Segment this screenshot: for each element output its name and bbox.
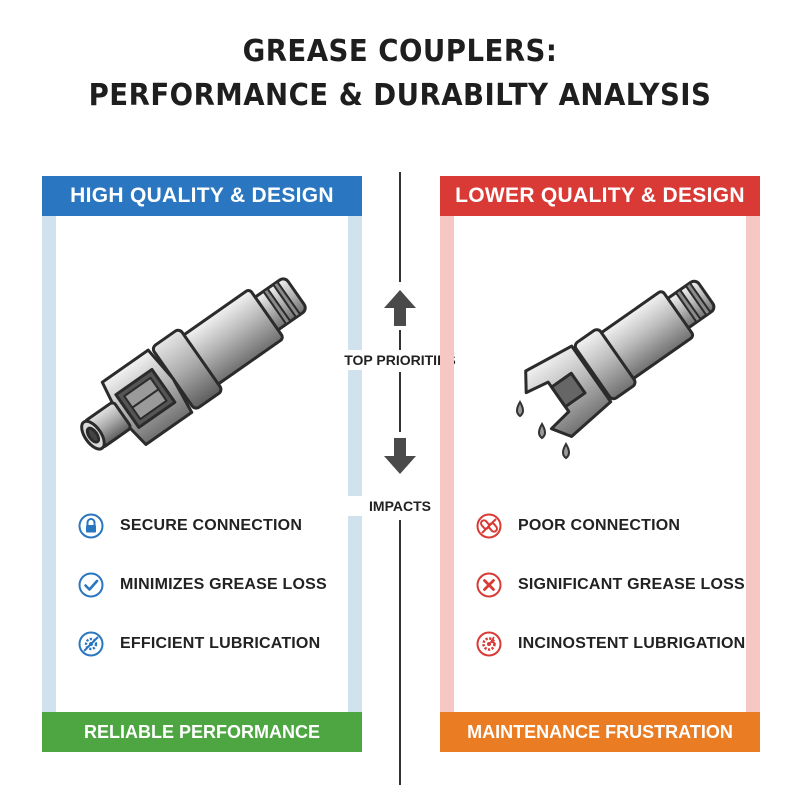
feature-minimizes-grease-loss: MINIMIZES GREASE LOSS (78, 570, 348, 600)
title-line-1: GREASE COUPLERS: (242, 34, 558, 69)
lower-quality-header: LOWER QUALITY & DESIGN (440, 176, 760, 216)
padlock-icon (78, 513, 104, 539)
feature-label: INCINOSTENT LUBRIGATION (518, 635, 746, 652)
right-panel-side-bar (440, 216, 454, 712)
broken-chain-icon (476, 513, 502, 539)
left-panel-side-bar (42, 216, 56, 712)
feature-label: EFFICIENT LUBRICATION (120, 635, 321, 652)
top-priorities-label: TOP PRIORITIES (330, 350, 470, 370)
feature-label: MINIMIZES GREASE LOSS (120, 576, 327, 593)
reliable-performance-footer: RELIABLE PERFORMANCE (42, 712, 362, 752)
gear-icon (78, 631, 104, 657)
feature-secure-connection: SECURE CONNECTION (78, 511, 348, 541)
lower-quality-panel: LOWER QUALITY & DESIGN (440, 176, 760, 752)
feature-significant-grease-loss: SIGNIFICANT GREASE LOSS (476, 570, 746, 600)
grease-drop-icon (562, 442, 570, 460)
x-mark-icon (476, 572, 502, 598)
center-divider-segment (399, 372, 401, 432)
feature-efficient-lubrication: EFFICIENT LUBRICATION (78, 629, 348, 659)
high-quality-coupler-illustration (80, 277, 307, 451)
center-divider-segment (399, 330, 401, 350)
feature-label: SECURE CONNECTION (120, 517, 303, 534)
feature-label: SIGNIFICANT GREASE LOSS (518, 576, 745, 593)
feature-label: POOR CONNECTION (518, 517, 681, 534)
broken-gear-icon (476, 631, 502, 657)
checkmark-icon (78, 572, 104, 598)
grease-drop-icon (538, 422, 546, 440)
feature-poor-connection: POOR CONNECTION (476, 511, 746, 541)
maintenance-frustration-footer: MAINTENANCE FRUSTRATION (440, 712, 760, 752)
feature-inconsistent-lubrication: INCINOSTENT LUBRIGATION (476, 629, 746, 659)
page-title: GREASE COUPLERS: PERFORMANCE & DURABILTY… (32, 30, 768, 118)
impacts-label: IMPACTS (330, 496, 470, 516)
lower-quality-coupler-illustration (516, 279, 716, 460)
center-divider-top (399, 172, 401, 282)
lower-quality-features: POOR CONNECTION SIGNIFICANT GREASE LOSS … (476, 511, 746, 688)
high-quality-panel: HIGH QUALITY & DESIGN (42, 176, 362, 752)
left-panel-side-bar (348, 216, 362, 712)
title-line-2: PERFORMANCE & DURABILTY ANALYSIS (88, 78, 712, 113)
center-divider-bottom (399, 520, 401, 785)
high-quality-header: HIGH QUALITY & DESIGN (42, 176, 362, 216)
high-quality-features: SECURE CONNECTION MINIMIZES GREASE LOSS … (78, 511, 348, 688)
up-arrow-icon (384, 290, 416, 326)
right-panel-side-bar (746, 216, 760, 712)
down-arrow-icon (384, 438, 416, 474)
grease-drop-icon (516, 400, 524, 418)
